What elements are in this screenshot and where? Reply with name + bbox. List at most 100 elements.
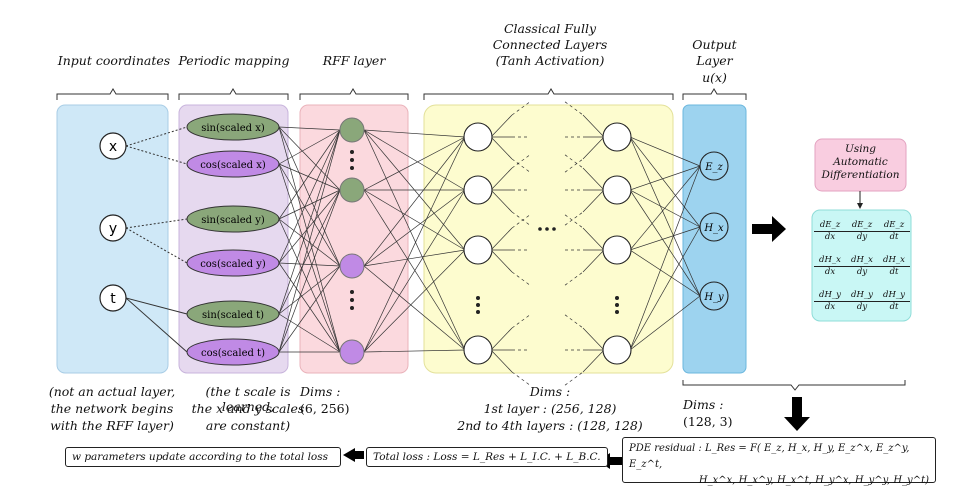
edge-fc-out: [490, 136, 513, 160]
edge-periodic-rff: [278, 313, 341, 353]
edge-fc-out: [490, 189, 513, 213]
rff-panel: [299, 104, 409, 374]
edge-fc-dashed: [564, 214, 584, 229]
pde-residual-line-2: H_x^x, H_x^y, H_x^t, H_y^x, H_y^y, H_y^t…: [698, 475, 929, 486]
edge-t-cos: [125, 297, 188, 353]
note-periodic-2: the x and y scales: [191, 401, 305, 416]
edge-periodic-rff: [278, 265, 341, 353]
header-input: Input coordinates: [57, 53, 171, 68]
rff-ellipsis: [350, 150, 354, 310]
autodiff-line-3: Differentiation: [821, 169, 900, 181]
rff-dims-value: (6, 256): [300, 401, 350, 416]
edge-fc-out: [490, 227, 513, 251]
edge-rff-fc: [363, 249, 466, 267]
note-input-2: the network begins: [50, 401, 174, 416]
edge-rff-fc: [363, 136, 466, 353]
edge-periodic-rff: [278, 163, 341, 353]
edge-rff-fc: [363, 189, 466, 351]
fc-panel: [423, 104, 674, 374]
edge-fc-output: [629, 226, 701, 351]
rff-node: [339, 177, 365, 203]
edge-fc-out: [490, 327, 513, 351]
edge-fc-dashed: [511, 214, 531, 229]
edge-fc-in: [582, 327, 605, 351]
periodic-node: [186, 249, 280, 277]
output-node-label: E_z: [704, 162, 723, 173]
total-loss-box: Total loss : Loss = L_Res + L_I.C. + L_B…: [366, 447, 608, 467]
edge-rff-fc: [363, 129, 466, 351]
fc-node: [602, 335, 632, 365]
note-input-3: with the RFF layer): [50, 418, 174, 433]
network-connections: [125, 101, 701, 386]
edge-fc-dashed: [511, 271, 531, 286]
output-node-label: H_y: [703, 292, 724, 303]
fc-node: [602, 235, 632, 265]
input-node-label: y: [109, 221, 117, 237]
input-node-label: x: [109, 139, 117, 155]
arrow-down-to-pde: [784, 397, 810, 431]
out-dims-label: Dims :: [683, 397, 724, 412]
header-fc-1: Classical Fully: [503, 21, 597, 36]
edge-fc-dashed: [511, 314, 531, 329]
edge-fc-output: [629, 249, 701, 297]
edge-periodic-rff: [278, 126, 341, 353]
header-fc-3: (Tanh Activation): [495, 53, 605, 68]
edge-fc-output: [629, 136, 701, 297]
edge-periodic-rff: [278, 189, 341, 264]
edge-periodic-rff: [278, 129, 341, 315]
edge-fc-output: [629, 165, 701, 351]
edge-periodic-rff: [278, 218, 341, 267]
periodic-node-label: sin(scaled y): [201, 215, 265, 226]
edge-fc-in: [582, 349, 605, 373]
fc-dims-first: 1st layer : (256, 128): [483, 401, 617, 416]
periodic-node: [186, 150, 280, 178]
fc-node: [463, 335, 493, 365]
header-fc-2: Connected Layers: [492, 37, 608, 52]
header-output-2: Layer: [696, 53, 733, 68]
note-periodic-1: (the t scale is learned,: [205, 384, 291, 414]
rff-node: [339, 339, 365, 365]
edge-fc-dashed: [564, 101, 584, 116]
edge-fc-dashed: [511, 158, 531, 173]
edge-t-sin: [125, 297, 188, 315]
pde-residual-line-1: PDE residual : L_Res = F( E_z, H_x, H_y,…: [629, 443, 910, 470]
fc-dims-label: Dims :: [529, 384, 571, 399]
autodiff-line-1: Using: [844, 143, 877, 155]
fc-node: [602, 175, 632, 205]
edge-fc-dashed: [511, 154, 531, 169]
edge-fc-in: [582, 249, 605, 273]
update-box: w parameters update according to the tot…: [65, 447, 341, 467]
note-input-1: (not an actual layer,: [48, 384, 176, 399]
edge-fc-dashed: [564, 371, 584, 386]
edge-x-cos: [125, 145, 188, 165]
periodic-panel: [178, 104, 289, 374]
pde-residual-box: PDE residual : L_Res = F( E_z, H_x, H_y,…: [622, 437, 936, 486]
edge-fc-out: [490, 249, 513, 273]
edge-rff-fc: [363, 189, 466, 251]
edge-periodic-rff: [278, 129, 341, 353]
input-node-t: [99, 284, 127, 312]
input-node-label: t: [110, 291, 116, 307]
edge-periodic-rff: [278, 163, 341, 267]
periodic-node: [186, 205, 280, 233]
edge-fc-output: [629, 136, 701, 228]
output-bottom-brace: [682, 380, 906, 391]
edge-fc-dashed: [564, 271, 584, 286]
edge-periodic-rff: [278, 262, 341, 267]
edge-periodic-rff: [278, 126, 341, 191]
input-node-y: [99, 214, 127, 242]
edge-rff-fc: [363, 136, 466, 267]
edge-fc-dashed: [511, 211, 531, 226]
edge-rff-fc: [363, 249, 466, 353]
edge-fc-out: [490, 349, 513, 373]
edge-periodic-rff: [278, 129, 341, 220]
edge-fc-dashed: [511, 371, 531, 386]
edge-fc-in: [582, 114, 605, 138]
